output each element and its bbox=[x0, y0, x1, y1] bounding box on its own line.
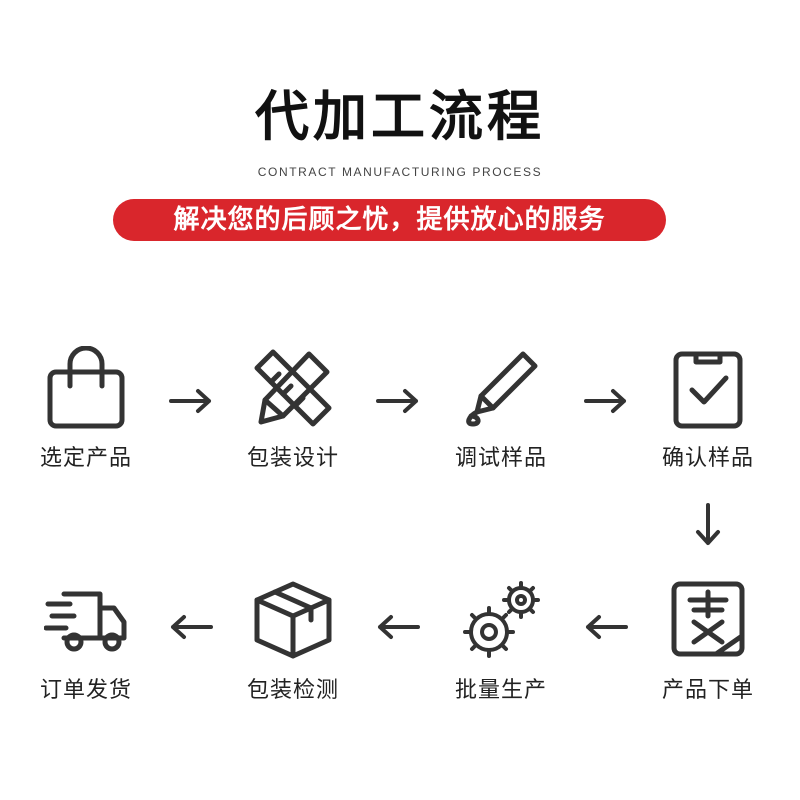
step-package-design: 包装设计 bbox=[218, 346, 368, 496]
arrow-right-icon bbox=[583, 388, 629, 414]
step-label: 产品下单 bbox=[661, 678, 754, 703]
delivery-truck-icon bbox=[44, 578, 128, 662]
step-debug-sample: 调试样品 bbox=[426, 346, 576, 496]
step-label: 包装检测 bbox=[246, 678, 339, 703]
box-icon bbox=[251, 578, 335, 662]
step-label: 批量生产 bbox=[454, 678, 547, 703]
arrow-right-icon bbox=[375, 388, 421, 414]
pencil-ruler-icon bbox=[251, 346, 335, 430]
step-label: 确认样品 bbox=[661, 446, 754, 471]
arrow-left-icon bbox=[375, 614, 421, 640]
step-label: 调试样品 bbox=[454, 446, 547, 471]
arrow-down-icon bbox=[695, 502, 721, 548]
page-title: 代加工流程 bbox=[255, 85, 545, 148]
step-select-product: 选定产品 bbox=[11, 346, 161, 496]
step-order-shipping: 订单发货 bbox=[11, 578, 161, 728]
pen-icon bbox=[459, 346, 543, 430]
arrow-left-icon bbox=[168, 614, 214, 640]
slogan-banner: 解决您的后顾之忧，提供放心的服务 bbox=[113, 199, 666, 241]
step-package-inspection: 包装检测 bbox=[218, 578, 368, 728]
gears-icon bbox=[459, 578, 543, 662]
step-product-order: 产品下单 bbox=[633, 578, 783, 728]
clipboard-check-icon bbox=[666, 346, 750, 430]
shopping-bag-icon bbox=[44, 346, 128, 430]
step-mass-production: 批量生产 bbox=[426, 578, 576, 728]
step-label: 订单发货 bbox=[39, 678, 132, 703]
step-confirm-sample: 确认样品 bbox=[633, 346, 783, 496]
step-label: 选定产品 bbox=[39, 446, 132, 471]
arrow-left-icon bbox=[583, 614, 629, 640]
arrow-right-icon bbox=[168, 388, 214, 414]
step-label: 包装设计 bbox=[246, 446, 339, 471]
page-subtitle: CONTRACT MANUFACTURING PROCESS bbox=[257, 165, 543, 179]
order-form-icon bbox=[666, 578, 750, 662]
